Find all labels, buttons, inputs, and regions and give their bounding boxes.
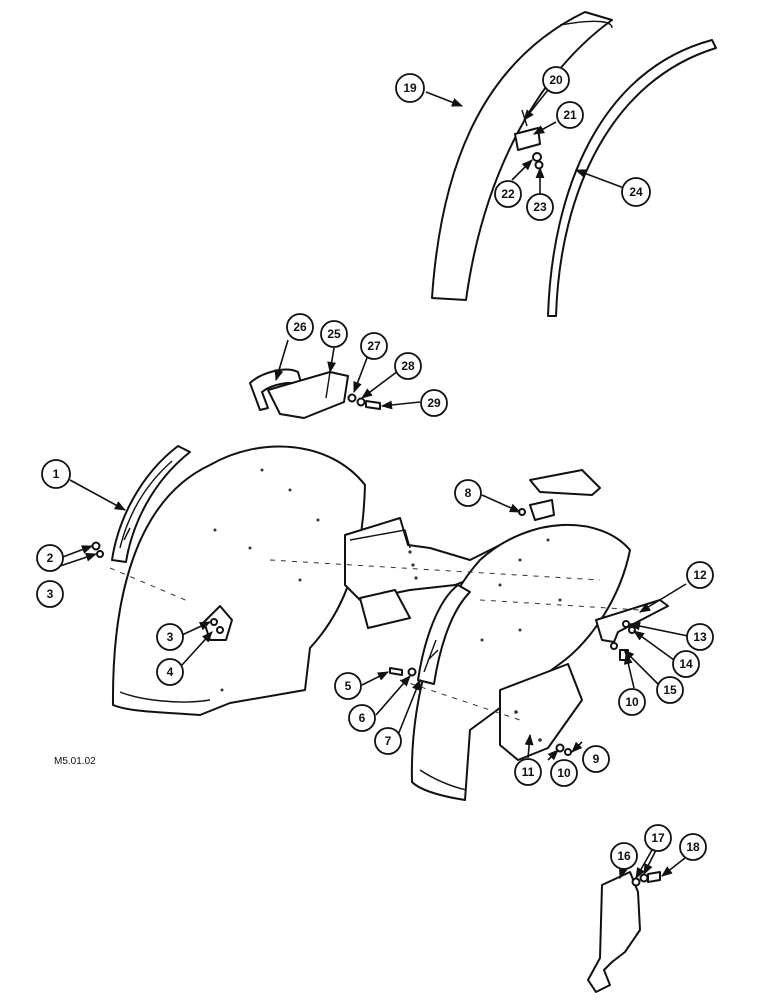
callout-11: 11 [514,758,542,786]
callout-2: 2 [36,544,64,572]
svg-text:14: 14 [679,657,693,671]
callout-3: 3 [36,580,64,608]
callout-18: 18 [679,833,707,861]
svg-text:18: 18 [686,840,700,854]
svg-text:5: 5 [345,679,352,693]
support-bracket-16 [587,871,661,993]
grab-rail-1 [111,445,191,563]
callout-21: 21 [556,101,584,129]
bracket-8 [518,469,601,521]
callout-13: 13 [686,623,714,651]
svg-text:24: 24 [629,185,643,199]
svg-text:15: 15 [663,683,677,697]
svg-text:20: 20 [549,73,563,87]
callout-28: 28 [394,352,422,380]
callout-3b: 3 [156,623,184,651]
svg-text:8: 8 [465,486,472,500]
callout-9: 9 [582,745,610,773]
svg-text:28: 28 [401,359,415,373]
callout-26: 26 [286,313,314,341]
svg-text:10: 10 [625,695,639,709]
callout-19: 19 [395,73,425,103]
svg-text:3: 3 [167,630,174,644]
callout-14: 14 [672,650,700,678]
svg-text:23: 23 [533,200,547,214]
callout-6: 6 [348,704,376,732]
svg-text:2: 2 [47,551,54,565]
svg-text:3: 3 [47,587,54,601]
svg-text:29: 29 [427,396,441,410]
hardware-5-6-9-15 [389,649,629,756]
svg-text:27: 27 [367,339,381,353]
svg-text:22: 22 [501,187,515,201]
svg-text:21: 21 [563,108,577,122]
side-plate-11 [499,663,583,761]
callout-10b: 10 [550,759,578,787]
callout-17: 17 [644,824,672,852]
svg-text:19: 19 [403,81,417,95]
svg-text:6: 6 [359,711,366,725]
svg-text:9: 9 [593,752,600,766]
callout-15: 15 [656,676,684,704]
svg-text:7: 7 [385,734,392,748]
callout-27: 27 [360,332,388,360]
callout-22: 22 [494,180,522,208]
callout-1: 1 [41,459,71,489]
svg-text:26: 26 [293,320,307,334]
svg-text:1: 1 [53,467,60,481]
callout-5: 5 [334,672,362,700]
hardware-27-29 [347,393,381,410]
callout-12: 12 [686,561,714,589]
fender-panel-19 [431,11,613,301]
svg-text:17: 17 [651,831,665,845]
svg-text:10: 10 [557,766,571,780]
callout-8: 8 [454,479,482,507]
grab-rail-7 [417,584,471,685]
callout-7: 7 [374,727,402,755]
callout-4: 4 [156,658,184,686]
svg-text:16: 16 [617,849,631,863]
svg-text:11: 11 [522,765,535,779]
svg-text:4: 4 [167,665,174,679]
callout-10: 10 [618,688,646,716]
svg-text:25: 25 [327,327,341,341]
callout-23: 23 [526,193,554,221]
svg-text:12: 12 [693,568,707,582]
figure-reference: M5.01.02 [54,756,96,767]
svg-text:13: 13 [693,630,707,644]
callout-20: 20 [542,66,570,94]
alignment-lines [109,559,641,721]
callout-29: 29 [420,389,448,417]
callout-24: 24 [621,177,651,207]
callout-25: 25 [320,320,348,348]
trim-strip-24 [547,39,717,317]
callout-16: 16 [610,842,638,870]
